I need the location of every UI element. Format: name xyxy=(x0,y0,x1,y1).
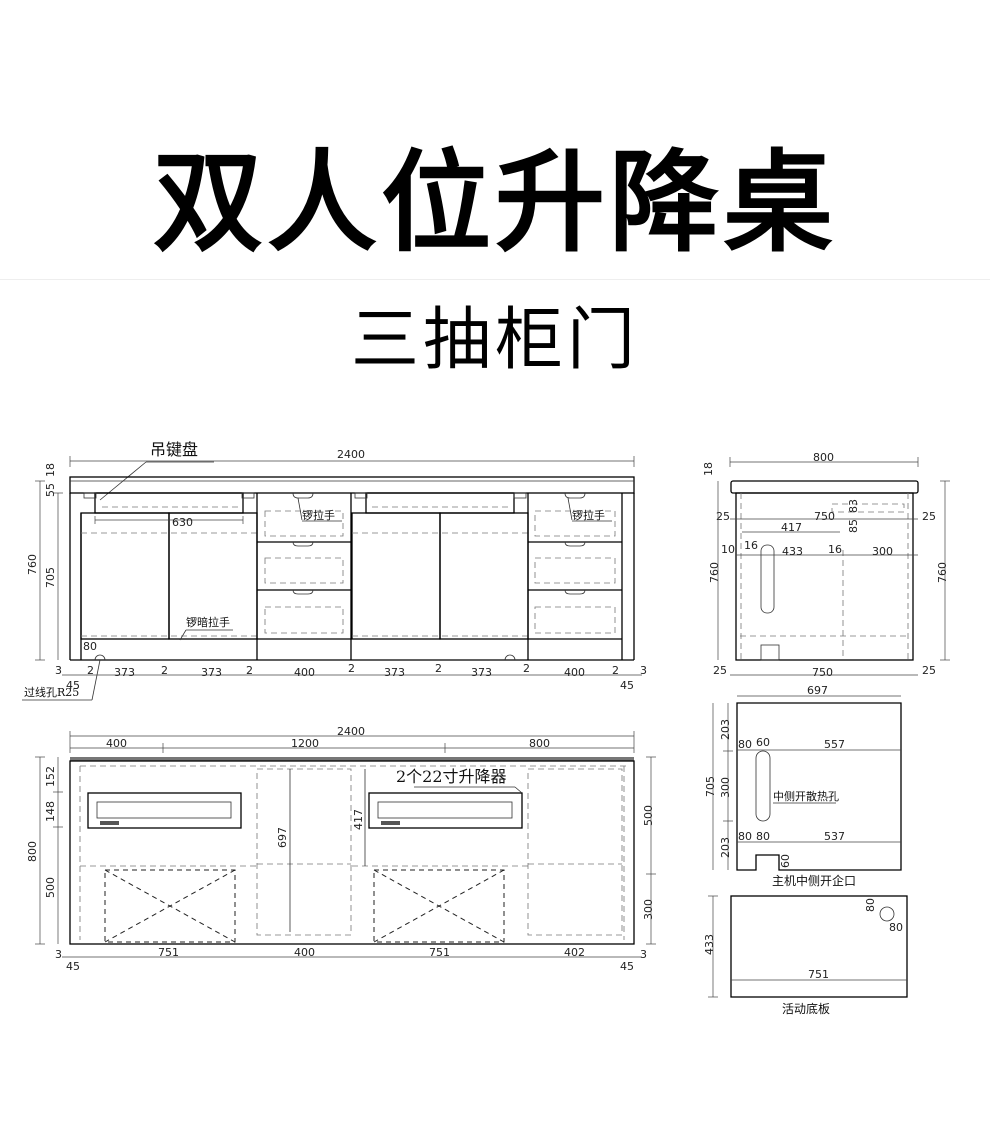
bottom-board-view: 80 80 751 433 活动底板 xyxy=(703,895,908,1016)
dim-2: 2 xyxy=(348,662,355,675)
panel-dim-60-notch: 60 xyxy=(779,854,792,868)
front-view: 2400 吊键盘 630 锣暗拉手 xyxy=(22,440,647,701)
panel-dim-80c: 80 xyxy=(756,830,770,843)
side-dim-25-right: 25 xyxy=(922,510,936,523)
board-dim-433: 433 xyxy=(703,934,716,955)
side-bottom-25-left: 25 xyxy=(713,664,727,677)
label-cable-hole: 过线孔R25 xyxy=(24,685,79,699)
board-dim-80a: 80 xyxy=(864,898,877,912)
panel-dim-705: 705 xyxy=(704,776,717,797)
panel-dim-300: 300 xyxy=(719,777,732,798)
label-handle-left: 锣拉手 xyxy=(302,508,335,522)
side-dim-85: 85 xyxy=(847,519,860,533)
side-height-760-left: 760 xyxy=(708,562,721,583)
label-vent: 中侧开散热孔 xyxy=(773,789,839,803)
plan-dim-500-left: 500 xyxy=(44,877,57,898)
dim-2: 2 xyxy=(87,664,94,677)
board-dim-80b: 80 xyxy=(889,921,903,934)
label-handle-right: 锣拉手 xyxy=(572,508,605,522)
dim-3-left: 3 xyxy=(55,664,62,677)
plan-seg-400: 400 xyxy=(106,737,127,750)
panel-dim-80b: 80 xyxy=(738,830,752,843)
dim-2: 2 xyxy=(612,664,619,677)
side-dim-16a: 16 xyxy=(744,539,758,552)
plan-dim-152: 152 xyxy=(44,766,57,787)
plan-dim-751: 751 xyxy=(429,946,450,959)
front-top-55: 55 xyxy=(44,483,57,497)
plan-dim-402: 402 xyxy=(564,946,585,959)
dim-2: 2 xyxy=(161,664,168,677)
panel-dim-60a: 60 xyxy=(756,736,770,749)
side-bottom-750: 750 xyxy=(812,666,833,679)
dim-2: 2 xyxy=(435,662,442,675)
side-dim-433: 433 xyxy=(782,545,803,558)
dim-373: 373 xyxy=(384,666,405,679)
plan-view: 2400 400 1200 800 2个22寸升降器 xyxy=(26,725,656,973)
plan-dim-300-right: 300 xyxy=(642,899,655,920)
plan-dim-45-right: 45 xyxy=(620,960,634,973)
board-caption: 活动底板 xyxy=(782,1001,830,1016)
dim-80-cable: 80 xyxy=(83,640,97,653)
front-total-width: 2400 xyxy=(337,448,365,461)
front-top-18: 18 xyxy=(44,463,57,477)
label-hidden-handle: 锣暗拉手 xyxy=(186,615,230,629)
side-dim-16b: 16 xyxy=(828,543,842,556)
plan-seg-800: 800 xyxy=(529,737,550,750)
plan-dim-500-right: 500 xyxy=(642,805,655,826)
front-height-760: 760 xyxy=(26,554,39,575)
panel-dim-80a: 80 xyxy=(738,738,752,751)
plan-dim-400: 400 xyxy=(294,946,315,959)
side-panel-view: 697 80 60 557 80 80 537 60 中侧开散热孔 705 20… xyxy=(704,684,902,888)
side-bottom-25-right: 25 xyxy=(922,664,936,677)
panel-dim-203-bottom: 203 xyxy=(719,837,732,858)
side-dim-300: 300 xyxy=(872,545,893,558)
dim-400: 400 xyxy=(564,666,585,679)
plan-dim-751: 751 xyxy=(158,946,179,959)
panel-dim-557: 557 xyxy=(824,738,845,751)
dim-45-right: 45 xyxy=(620,679,634,692)
dim-630: 630 xyxy=(172,516,193,529)
plan-seg-1200: 1200 xyxy=(291,737,319,750)
panel-caption: 主机中侧开企口 xyxy=(772,873,856,888)
dim-373: 373 xyxy=(114,666,135,679)
panel-dim-537: 537 xyxy=(824,830,845,843)
side-top-18: 18 xyxy=(702,462,715,476)
side-dim-83: 83 xyxy=(847,499,860,513)
side-view: 800 18 25 750 25 417 85 83 10 16 433 16 … xyxy=(702,451,950,679)
plan-dim-800: 800 xyxy=(26,841,39,862)
dim-373: 373 xyxy=(471,666,492,679)
plan-dim-417: 417 xyxy=(352,809,365,830)
board-dim-751: 751 xyxy=(808,968,829,981)
dim-3-right: 3 xyxy=(640,664,647,677)
main-title: 双人位升降桌 xyxy=(153,139,837,267)
dim-45-left: 45 xyxy=(66,679,80,692)
side-width-800: 800 xyxy=(813,451,834,464)
front-height-705: 705 xyxy=(44,567,57,588)
plan-dim-3-left: 3 xyxy=(55,948,62,961)
sub-title: 三抽柜门 xyxy=(350,301,639,380)
plan-total-width: 2400 xyxy=(337,725,365,738)
panel-dim-203-top: 203 xyxy=(719,719,732,740)
panel-width-697: 697 xyxy=(807,684,828,697)
dim-400: 400 xyxy=(294,666,315,679)
side-dim-417: 417 xyxy=(781,521,802,534)
label-lifter: 2个22寸升降器 xyxy=(396,767,507,786)
plan-dim-697: 697 xyxy=(276,827,289,848)
side-height-760-right: 760 xyxy=(936,562,949,583)
plan-dim-148: 148 xyxy=(44,801,57,822)
title-divider xyxy=(0,279,990,280)
dim-2: 2 xyxy=(523,662,530,675)
dim-373: 373 xyxy=(201,666,222,679)
plan-dim-3-right: 3 xyxy=(640,948,647,961)
side-dim-750-top: 750 xyxy=(814,510,835,523)
plan-dim-45-left: 45 xyxy=(66,960,80,973)
label-keyboard: 吊键盘 xyxy=(150,440,198,459)
side-dim-25-left: 25 xyxy=(716,510,730,523)
dim-2: 2 xyxy=(246,664,253,677)
side-dim-10: 10 xyxy=(721,543,735,556)
